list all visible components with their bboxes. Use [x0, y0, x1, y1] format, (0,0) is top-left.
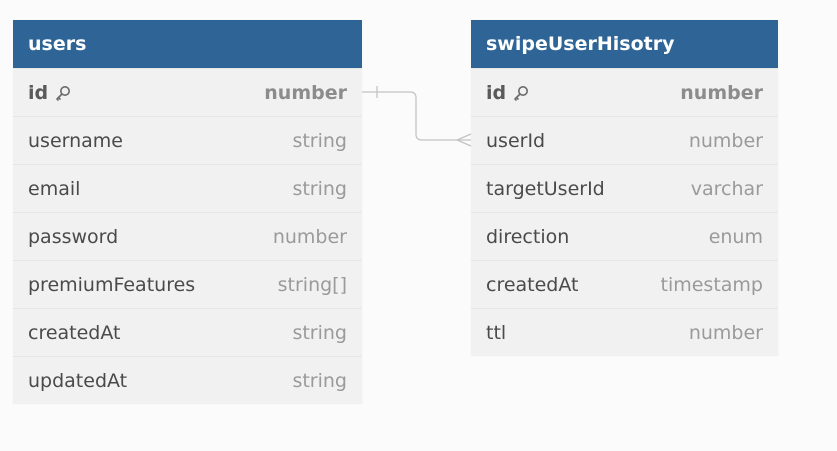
field-row-createdat[interactable]: createdAt string — [13, 308, 362, 356]
field-type: string — [292, 321, 347, 344]
field-type: string — [292, 177, 347, 200]
field-name: createdAt — [486, 273, 579, 296]
table-header-users[interactable]: users — [13, 20, 362, 68]
field-row-password[interactable]: password number — [13, 212, 362, 260]
field-row-ttl[interactable]: ttl number — [471, 308, 778, 356]
field-row-username[interactable]: username string — [13, 116, 362, 164]
relation-line — [362, 91, 471, 141]
field-row-direction[interactable]: direction enum — [471, 212, 778, 260]
field-row-id[interactable]: id number — [471, 68, 778, 116]
field-name-text: id — [28, 81, 49, 104]
key-icon — [512, 84, 530, 102]
field-type: string[] — [277, 273, 347, 296]
field-name: createdAt — [28, 321, 121, 344]
field-name: premiumFeatures — [28, 273, 196, 296]
table-header-swipe-user-history[interactable]: swipeUserHisotry — [471, 20, 778, 68]
table-title-swipe-user-history: swipeUserHisotry — [486, 33, 675, 55]
field-type: timestamp — [660, 273, 764, 296]
field-row-targetuserid[interactable]: targetUserId varchar — [471, 164, 778, 212]
field-type: string — [292, 129, 347, 152]
field-name: updatedAt — [28, 369, 128, 392]
field-type: number — [680, 81, 763, 104]
field-name: email — [28, 177, 81, 200]
field-row-createdat[interactable]: createdAt timestamp — [471, 260, 778, 308]
field-name: direction — [486, 225, 570, 248]
field-name: userId — [486, 129, 546, 152]
field-name: ttl — [486, 321, 507, 344]
field-name-text: id — [486, 81, 507, 104]
field-type: enum — [708, 225, 763, 248]
table-title-users: users — [28, 33, 87, 55]
field-row-id[interactable]: id number — [13, 68, 362, 116]
field-row-updatedat[interactable]: updatedAt string — [13, 356, 362, 404]
field-type: number — [272, 225, 347, 248]
field-row-userid[interactable]: userId number — [471, 116, 778, 164]
table-users[interactable]: users id number username string email st… — [13, 20, 362, 404]
many-cardinality-marker — [455, 133, 472, 147]
field-type: number — [688, 129, 763, 152]
field-type: varchar — [690, 177, 763, 200]
table-swipe-user-history[interactable]: swipeUserHisotry id number userId number… — [471, 20, 778, 356]
field-row-email[interactable]: email string — [13, 164, 362, 212]
field-type: number — [688, 321, 763, 344]
field-type: string — [292, 369, 347, 392]
field-name: id — [486, 82, 530, 104]
field-type: number — [264, 81, 347, 104]
field-name: id — [28, 82, 72, 104]
field-row-premiumfeatures[interactable]: premiumFeatures string[] — [13, 260, 362, 308]
field-name: username — [28, 129, 123, 152]
field-name: password — [28, 225, 119, 248]
field-name: targetUserId — [486, 177, 605, 200]
key-icon — [54, 84, 72, 102]
